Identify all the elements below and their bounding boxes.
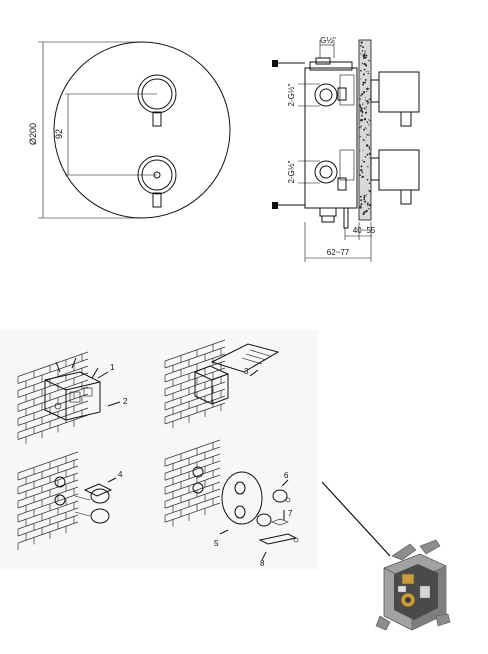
thread-lower-label: 2-G½"	[287, 160, 296, 183]
upper-handle	[137, 74, 177, 127]
wall-speckles	[359, 41, 372, 216]
side-upper-handle	[370, 71, 420, 127]
diameter-label: Ø200	[28, 123, 38, 145]
step-panel-1: 1 2	[17, 351, 128, 444]
steps-panel	[0, 330, 318, 570]
step-panel-3: 3	[164, 339, 280, 429]
side-view: G½" 2-G½" 2-G½" 40~55 62~77	[272, 36, 420, 262]
brick-wall-1	[17, 351, 89, 444]
step-panel-5: 5 6 7 8	[164, 439, 299, 568]
step-4-number: 4	[118, 470, 123, 479]
side-lower-handle	[370, 149, 420, 205]
step-8-number: 8	[260, 559, 265, 568]
step-7-number: 7	[288, 509, 293, 518]
cover-plate-outline	[53, 41, 231, 219]
connector-line	[321, 481, 391, 557]
depth-inner-label: 40~55	[353, 226, 376, 235]
thread-upper-label: 2-G½"	[287, 83, 296, 106]
upper-mounting-screw	[272, 60, 305, 67]
brick-wall-4	[17, 451, 79, 550]
step-3-number: 3	[244, 367, 249, 376]
valve-body	[304, 67, 358, 209]
mounting-box-photo	[375, 539, 451, 631]
step-5-number: 5	[214, 539, 219, 548]
lower-mounting-screw	[272, 202, 305, 209]
step-1-number: 1	[110, 363, 115, 372]
lower-handle	[137, 155, 177, 208]
spacing-label: 92	[54, 129, 64, 139]
step-2-number: 2	[123, 397, 128, 406]
step-panel-4: 4	[17, 451, 123, 550]
step-6-number: 6	[284, 471, 289, 480]
thread-top-label: G½"	[320, 36, 336, 45]
brick-wall-5	[164, 439, 221, 527]
depth-outer-label: 62~77	[327, 248, 350, 257]
cover-plate-exploded	[221, 471, 263, 525]
front-view: 92 Ø200	[28, 41, 231, 219]
brick-wall-3	[164, 339, 226, 429]
